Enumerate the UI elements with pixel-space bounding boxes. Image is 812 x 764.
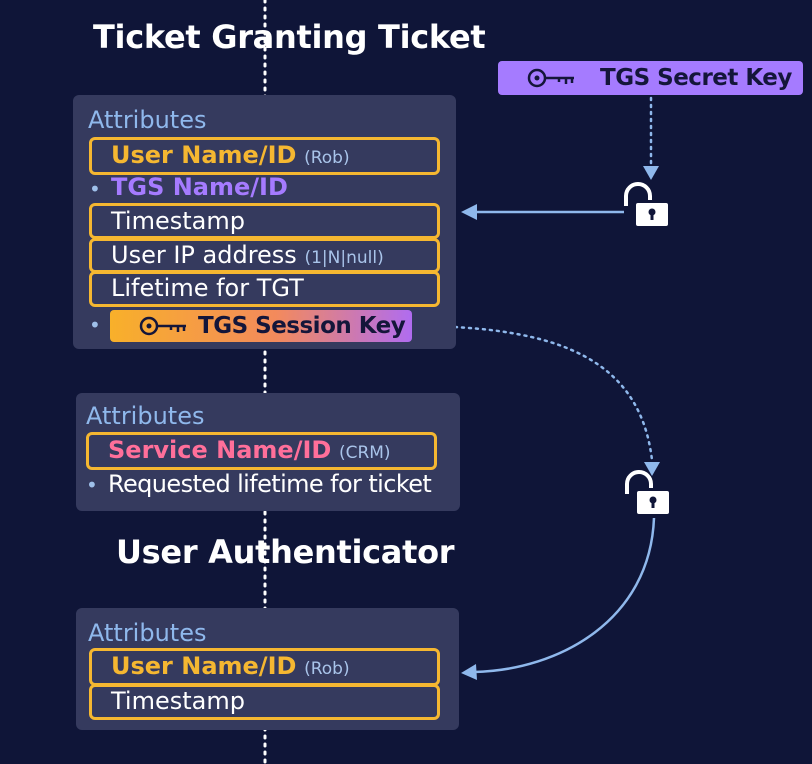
tgt-user-name-highlight — [89, 137, 440, 175]
authenticator-timestamp-highlight — [89, 684, 440, 720]
service-attributes-label: Attributes — [86, 402, 205, 430]
tgt-user-name-value: (Rob) — [304, 148, 350, 168]
authenticator-row-user-name: User Name/ID (Rob) — [111, 654, 350, 678]
session-key-arrowhead-icon — [644, 462, 660, 476]
tgt-row-ip: User IP address (1|N|null) — [111, 243, 384, 267]
service-attributes-panel — [76, 393, 460, 511]
encrypt-authenticator-curve — [473, 517, 656, 674]
tgt-tgs-name-label: TGS Name/ID — [111, 173, 288, 201]
encrypt-authenticator-arrowhead-icon — [461, 664, 477, 680]
bullet-icon: • — [86, 473, 98, 497]
authenticator-heading: User Authenticator — [116, 533, 455, 571]
service-lifetime-label: Requested lifetime for ticket — [108, 470, 432, 498]
tgt-ip-value: (1|N|null) — [304, 248, 384, 268]
tgt-lifetime-highlight — [89, 271, 440, 307]
service-name-label: Service Name/ID — [108, 436, 332, 464]
tgt-row-user-name: User Name/ID (Rob) — [111, 143, 350, 167]
key-icon — [527, 68, 574, 88]
tgt-lifetime-label: Lifetime for TGT — [111, 274, 304, 302]
bullet-icon: • — [89, 177, 101, 201]
tgs-secret-key-pill: TGS Secret Key — [498, 61, 803, 95]
tgt-user-name-label: User Name/ID — [111, 141, 297, 169]
authenticator-attributes-panel — [76, 608, 459, 730]
session-key-dotted-curve — [411, 324, 654, 462]
tgs-session-key-label: TGS Session Key — [198, 313, 406, 339]
unlocked-padlock-icon — [624, 182, 668, 226]
tgt-ip-label: User IP address — [111, 241, 297, 269]
service-name-highlight — [86, 432, 437, 470]
unlocked-padlock-icon — [625, 470, 669, 514]
authenticator-user-name-value: (Rob) — [304, 659, 350, 679]
tgt-attributes-label: Attributes — [88, 106, 207, 134]
encrypt-tgt-arrowhead-icon — [461, 204, 477, 220]
tgt-heading: Ticket Granting Ticket — [93, 18, 486, 56]
bullet-icon: • — [89, 313, 101, 337]
tgs-secret-key-label: TGS Secret Key — [600, 65, 792, 91]
authenticator-user-name-label: User Name/ID — [111, 652, 297, 680]
authenticator-attributes-label: Attributes — [88, 619, 207, 647]
secret-key-arrowhead-icon — [643, 166, 659, 180]
service-name-value: (CRM) — [338, 443, 391, 463]
tgt-row-tgs-name: TGS Name/ID — [111, 175, 288, 199]
tgt-timestamp-highlight — [89, 203, 440, 239]
tgt-timestamp-label: Timestamp — [111, 207, 245, 235]
authenticator-timestamp-label: Timestamp — [111, 687, 245, 715]
service-row-name: Service Name/ID (CRM) — [108, 438, 391, 462]
tgs-session-key-pill: TGS Session Key — [110, 310, 412, 342]
key-icon — [139, 316, 186, 336]
